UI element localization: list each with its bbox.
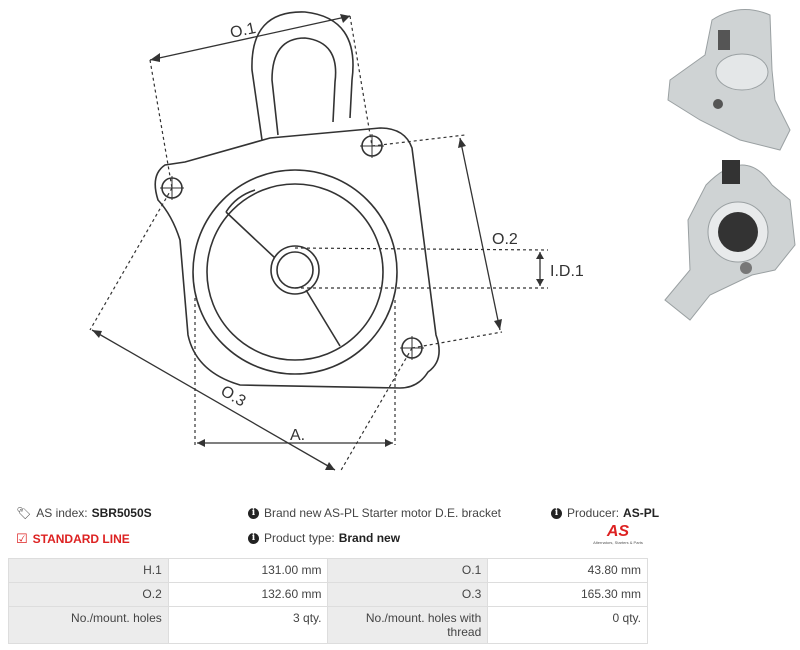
description-row: i Brand new AS-PL Starter motor D.E. bra… (248, 506, 501, 520)
spec-label: O.3 (327, 582, 489, 607)
label-id1: I.D.1 (550, 263, 584, 280)
spec-value: 165.30 mm (487, 582, 648, 607)
info-icon: i (551, 507, 562, 519)
spec-label: O.2 (8, 582, 169, 607)
line-row: ☑ STANDARD LINE (16, 531, 130, 547)
spec-value: 131.00 mm (167, 558, 329, 583)
product-description: Brand new AS-PL Starter motor D.E. brack… (264, 506, 501, 520)
spec-value: 132.60 mm (167, 582, 329, 607)
label-a: A. (290, 427, 305, 444)
spec-value: 43.80 mm (487, 558, 648, 583)
product-type-label: Product type: (264, 531, 335, 545)
spec-label: O.1 (327, 558, 489, 583)
spec-label: No./mount. holes (8, 606, 169, 644)
spec-label: No./mount. holes with thread (327, 606, 489, 644)
info-icon: i (248, 507, 259, 519)
as-logo-tagline: Alternators, Starters & Parts (593, 540, 643, 545)
as-logo-mark: AS (606, 523, 630, 540)
producer-row: i Producer: AS-PL (551, 506, 659, 520)
producer-label: Producer: (567, 506, 620, 520)
info-icon: i (248, 532, 259, 544)
technical-drawing: O.1 O.2 I.D.1 O.3 A. (89, 9, 796, 473)
as-index-row: 🏷 AS index: SBR5050S (16, 506, 152, 520)
producer-value: AS-PL (623, 506, 660, 520)
product-photo-side (667, 9, 791, 151)
tag-icon: 🏷 (16, 506, 32, 520)
product-type-row: i Product type: Brand new (248, 531, 400, 545)
spec-value: 3 qty. (167, 606, 329, 644)
as-index-value: SBR5050S (91, 506, 152, 520)
line-label: STANDARD LINE (32, 532, 130, 546)
product-type-value: Brand new (338, 531, 401, 545)
label-o3: O.3 (218, 383, 249, 411)
product-photo-front (664, 160, 796, 321)
as-logo: AS Alternators, Starters & Parts (588, 523, 648, 546)
label-o2: O.2 (492, 231, 518, 248)
spec-label: H.1 (8, 558, 169, 583)
label-o1: O.1 (229, 20, 258, 42)
check-square-icon: ☑ (16, 531, 28, 546)
as-index-label: AS index: (36, 506, 88, 520)
spec-value: 0 qty. (487, 606, 648, 644)
